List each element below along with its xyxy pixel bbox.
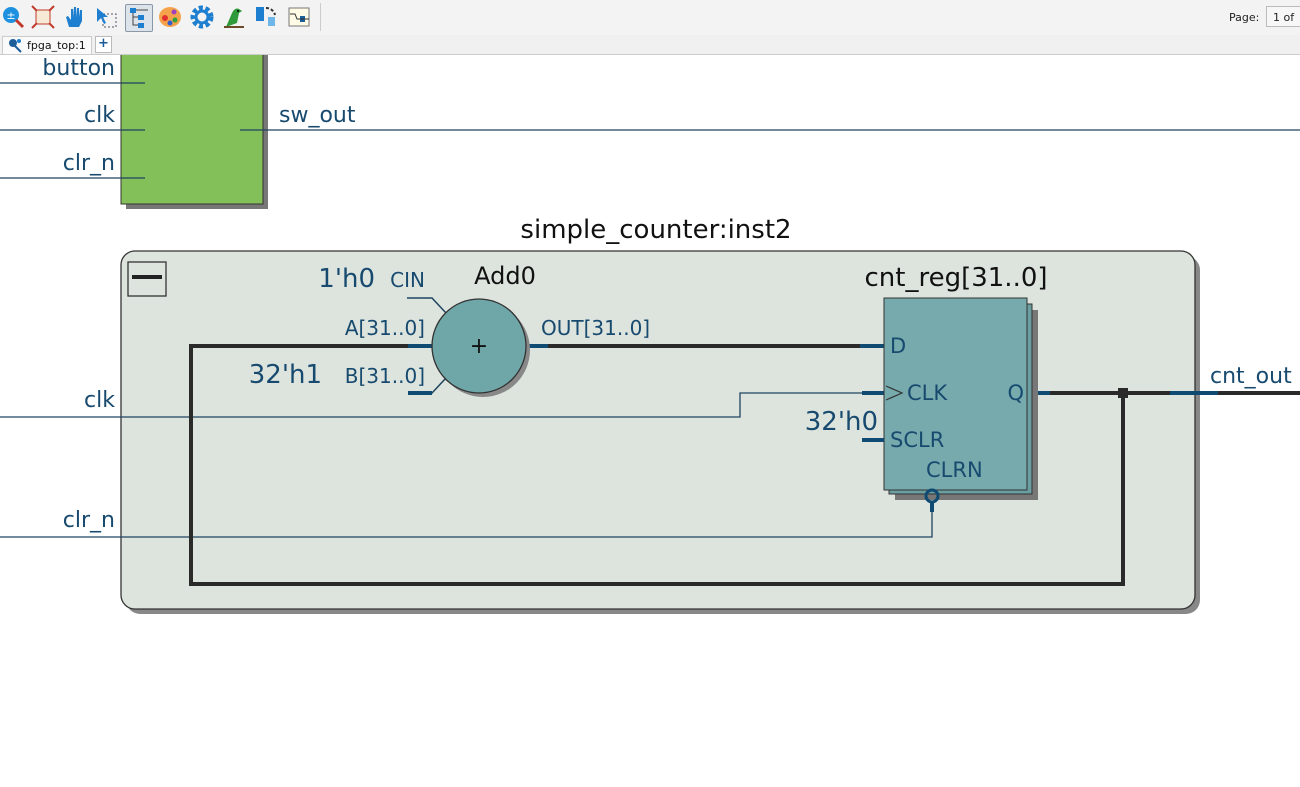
schematic-view-icon[interactable] xyxy=(286,4,312,30)
collapse-button[interactable] xyxy=(127,261,167,297)
palette-icon[interactable] xyxy=(157,4,183,30)
junction-dot xyxy=(1118,388,1128,398)
hierarchy-view-icon[interactable] xyxy=(125,4,153,32)
b-const: 32'h1 xyxy=(249,360,322,390)
toolbar-separator xyxy=(320,3,321,31)
wire-feedback-bus xyxy=(189,344,1125,586)
cin-label: CIN xyxy=(390,268,425,292)
hand-pan-icon[interactable] xyxy=(62,4,88,30)
port-label-clr-n-inst: clr_n xyxy=(63,508,115,533)
port-label-clk: clk xyxy=(84,103,115,128)
netlist-navigate-icon[interactable] xyxy=(253,4,279,30)
settings-gear-icon[interactable] xyxy=(189,4,215,30)
tab-label: fpga_top:1 xyxy=(27,39,86,52)
select-area-icon[interactable] xyxy=(93,4,119,30)
adder-add0[interactable]: + xyxy=(407,297,530,397)
out-label: OUT[31..0] xyxy=(541,316,650,340)
clrn-label: CLRN xyxy=(926,458,983,482)
port-label-button: button xyxy=(42,56,115,81)
port-label-clk-inst: clk xyxy=(84,388,115,413)
port-label-sw-out: sw_out xyxy=(279,103,356,128)
q-label: Q xyxy=(1007,381,1024,405)
port-label-clr-n: clr_n xyxy=(63,151,115,176)
b-label: B[31..0] xyxy=(345,364,425,388)
schematic-tab-icon xyxy=(7,38,23,58)
register-name: cnt_reg[31..0] xyxy=(864,263,1047,293)
a-label: A[31..0] xyxy=(345,316,425,340)
clk-label: CLK xyxy=(907,381,948,405)
zoom-in-icon[interactable]: ± xyxy=(0,4,26,30)
wire-clr-n-internal xyxy=(0,505,933,538)
d-label: D xyxy=(890,334,906,358)
svg-text:±: ± xyxy=(6,9,15,22)
register-cnt-reg[interactable] xyxy=(883,297,1038,500)
toolbar: ± Page: 1 of xyxy=(0,0,1300,36)
adder-symbol: + xyxy=(470,334,488,359)
page-label: Page: xyxy=(1229,11,1260,24)
sclr-const: 32'h0 xyxy=(805,407,878,437)
bird-icon[interactable] xyxy=(221,4,247,30)
adder-name: Add0 xyxy=(474,262,536,290)
tab-bar: fpga_top:1 + xyxy=(0,35,1300,55)
add-tab-button[interactable]: + xyxy=(95,36,112,53)
wire-clk-internal xyxy=(145,392,884,418)
port-label-cnt-out: cnt_out xyxy=(1210,364,1292,389)
clrn-inversion-bubble xyxy=(924,488,940,504)
cin-const: 1'h0 xyxy=(318,264,375,294)
instance-title: simple_counter:inst2 xyxy=(520,215,791,245)
page-selector[interactable]: 1 of xyxy=(1266,6,1300,27)
top-block[interactable] xyxy=(120,35,268,209)
fit-window-icon[interactable] xyxy=(30,4,56,30)
tab-fpga-top[interactable]: fpga_top:1 xyxy=(2,36,92,54)
sclr-label: SCLR xyxy=(890,428,944,452)
